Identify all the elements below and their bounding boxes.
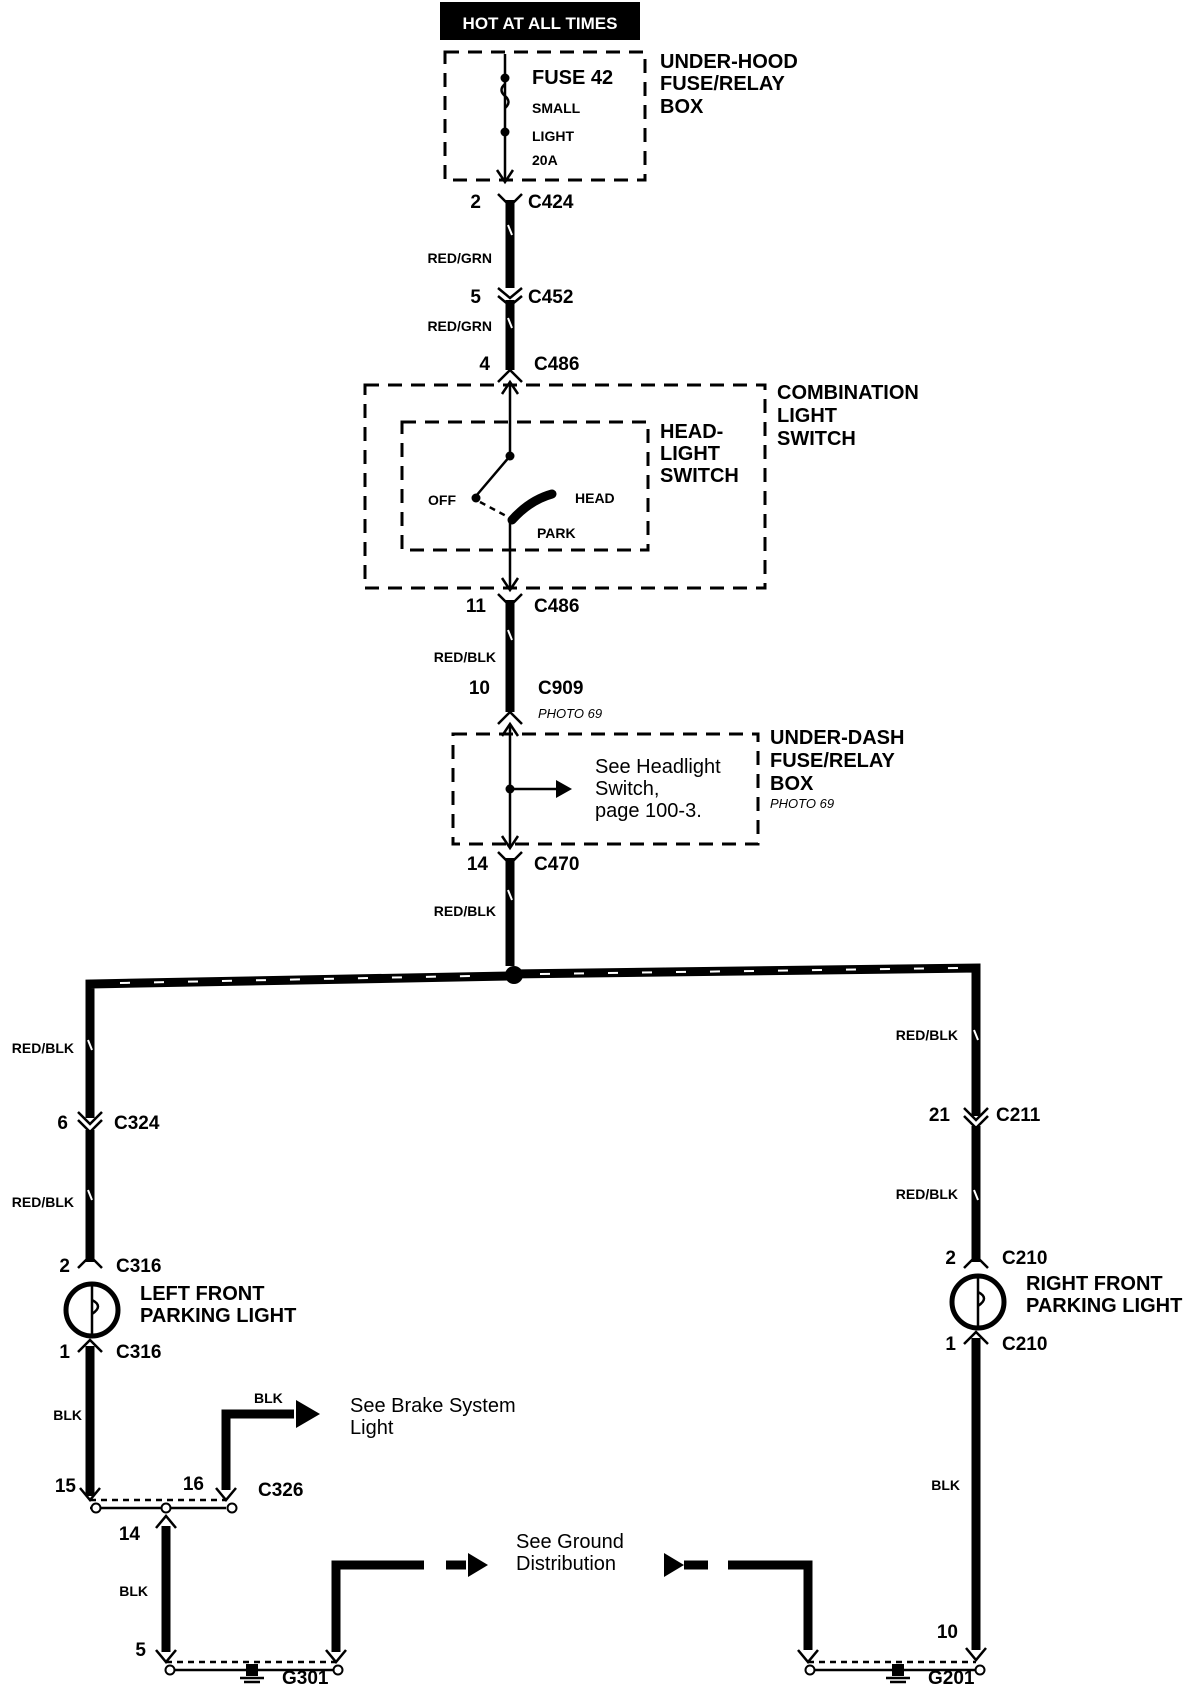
- ground-g301: 5 G301: [135, 1553, 488, 1686]
- headlight-switch-title-3: SWITCH: [660, 465, 739, 487]
- left-front-parking-light: 2 C316 LEFT FRONT PARKING LIGHT 1 C316: [59, 1254, 296, 1363]
- ground-arrow-left-icon: [468, 1553, 488, 1577]
- wire-red-blk-1: RED/BLK: [434, 649, 496, 665]
- underhood-fuse-relay-box: FUSE 42 SMALL LIGHT 20A UNDER-HOOD FUSE/…: [443, 50, 798, 185]
- branch-wires: [77, 963, 989, 1262]
- main-feed-wires: [505, 200, 515, 966]
- combination-switch-title-2: LIGHT: [777, 405, 837, 427]
- splice-point: [505, 966, 523, 984]
- underdash-note-1: See Headlight: [595, 756, 721, 778]
- wire-red-blk-2: RED/BLK: [434, 903, 496, 919]
- underhood-box-title-1: UNDER-HOOD: [660, 51, 798, 73]
- wire-red-grn-2: RED/GRN: [427, 318, 492, 334]
- c486-in-pin: 4: [479, 354, 490, 375]
- ground-note-2: Distribution: [516, 1553, 616, 1575]
- brake-arrow-icon: [296, 1400, 320, 1428]
- fuse-desc-line-2: LIGHT: [532, 128, 574, 144]
- ground-symbol-icon: [240, 1664, 264, 1684]
- underdash-box-photo: PHOTO 69: [770, 796, 834, 811]
- brake-note-2: Light: [350, 1417, 394, 1439]
- c470-pin: 14: [467, 854, 489, 875]
- wire-red-blk-right-2: RED/BLK: [896, 1186, 958, 1202]
- right-light-label-1: RIGHT FRONT: [1026, 1273, 1163, 1295]
- underdash-box-title-3: BOX: [770, 773, 814, 795]
- c909-name: C909: [538, 678, 583, 699]
- g301-name: G301: [282, 1668, 329, 1686]
- c326-pin-b: 16: [183, 1474, 204, 1495]
- headlight-switch-title-2: LIGHT: [660, 443, 720, 465]
- hot-at-all-times-banner: HOT AT ALL TIMES: [440, 2, 640, 40]
- combination-light-switch: OFF HEAD PARK HEAD- LIGHT SWITCH COMBINA…: [363, 379, 919, 593]
- ground-note-1: See Ground: [516, 1531, 624, 1553]
- wire-red-blk-right-1: RED/BLK: [896, 1027, 958, 1043]
- c210-bot-name: C210: [1002, 1334, 1047, 1355]
- combination-switch-title-1: COMBINATION: [777, 382, 919, 404]
- hot-at-all-times-label: HOT AT ALL TIMES: [463, 14, 618, 33]
- branch-labels: RED/BLK RED/BLK 6 C324 21 C211 RED/BLK R…: [12, 1027, 1041, 1210]
- wire-blk-right: BLK: [931, 1477, 960, 1493]
- c452-name: C452: [528, 287, 573, 308]
- c211-name: C211: [996, 1105, 1041, 1126]
- headlight-switch-title-1: HEAD-: [660, 421, 723, 443]
- c452-pin: 5: [470, 287, 481, 308]
- ground-arrow-right-icon: [664, 1553, 684, 1577]
- c486-in-name: C486: [534, 354, 579, 375]
- c909-pin: 10: [469, 678, 490, 699]
- left-light-label-1: LEFT FRONT: [140, 1283, 264, 1305]
- right-front-parking-light: 2 C210 RIGHT FRONT PARKING LIGHT 1 C210: [945, 1248, 1182, 1355]
- wire-blk-brake: BLK: [254, 1390, 283, 1406]
- g301-pin: 5: [135, 1640, 146, 1661]
- c326-pin-c: 14: [119, 1524, 141, 1545]
- wire-blk-left-1: BLK: [53, 1407, 82, 1423]
- switch-pos-head: HEAD: [575, 490, 615, 506]
- wire-blk-left-2: BLK: [119, 1583, 148, 1599]
- ground-symbol-icon: [886, 1664, 910, 1684]
- ground-distribution-note: See Ground Distribution: [516, 1531, 624, 1575]
- c316-bot-pin: 1: [59, 1342, 70, 1363]
- underdash-box-title-2: FUSE/RELAY: [770, 750, 896, 772]
- main-connector-labels: 2 C424 RED/GRN 5 C452 RED/GRN 4 C486 11 …: [427, 192, 602, 919]
- fuse-42-label: FUSE 42: [532, 67, 613, 89]
- underhood-box-title-3: BOX: [660, 96, 704, 118]
- underdash-note-3: page 100-3.: [595, 800, 702, 822]
- wire-red-grn-1: RED/GRN: [427, 250, 492, 266]
- c210-bot-pin: 1: [945, 1334, 956, 1355]
- fuse-desc-line-1: SMALL: [532, 100, 581, 116]
- c316-bot-name: C316: [116, 1342, 161, 1363]
- g201-pin: 10: [937, 1622, 958, 1643]
- c909-photo: PHOTO 69: [538, 706, 602, 721]
- brake-note-1: See Brake System: [350, 1395, 516, 1417]
- c424-name: C424: [528, 192, 574, 213]
- right-ground-path: BLK 10 G201: [664, 1338, 987, 1686]
- underdash-box-title-1: UNDER-DASH: [770, 727, 904, 749]
- c326-pin-a: 15: [55, 1476, 77, 1497]
- switch-pos-park: PARK: [537, 525, 576, 541]
- c486-out-name: C486: [534, 596, 579, 617]
- c210-top-name: C210: [1002, 1248, 1047, 1269]
- c470-name: C470: [534, 854, 579, 875]
- underdash-fuse-relay-box: See Headlight Switch, page 100-3. UNDER-…: [451, 721, 904, 851]
- underhood-box-title-2: FUSE/RELAY: [660, 73, 786, 95]
- g201-name: G201: [928, 1668, 975, 1686]
- c324-pin: 6: [57, 1113, 68, 1134]
- left-light-label-2: PARKING LIGHT: [140, 1305, 296, 1327]
- fuse-desc-line-3: 20A: [532, 152, 558, 168]
- c211-pin: 21: [929, 1105, 951, 1126]
- c210-top-pin: 2: [945, 1248, 956, 1269]
- wire-red-blk-left-2: RED/BLK: [12, 1194, 74, 1210]
- connector-symbols: [497, 193, 523, 866]
- wire-red-blk-left-1: RED/BLK: [12, 1040, 74, 1056]
- c486-out-pin: 11: [466, 596, 487, 617]
- c324-name: C324: [114, 1113, 160, 1134]
- right-light-label-2: PARKING LIGHT: [1026, 1295, 1182, 1317]
- c326-name: C326: [258, 1480, 303, 1501]
- left-ground-path: BLK BLK See Brake System Light 15 16 C32…: [53, 1346, 516, 1664]
- underdash-note-2: Switch,: [595, 778, 659, 800]
- c316-top-name: C316: [116, 1256, 161, 1277]
- c316-top-pin: 2: [59, 1256, 70, 1277]
- c424-pin: 2: [470, 192, 481, 213]
- switch-pos-off: OFF: [428, 492, 456, 508]
- combination-switch-title-3: SWITCH: [777, 428, 856, 450]
